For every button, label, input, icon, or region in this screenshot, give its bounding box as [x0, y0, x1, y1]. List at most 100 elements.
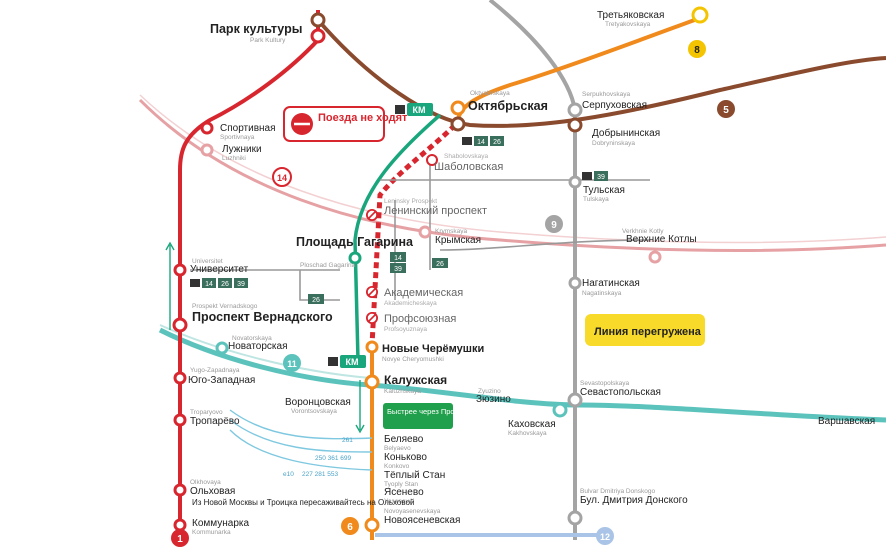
svg-text:Шаболовская: Шаболовская [434, 161, 503, 173]
alert-trains-not-running[interactable]: Поезда не ходят [283, 106, 408, 142]
station-marker-yugo-zapadnaya[interactable] [173, 371, 187, 385]
svg-text:39: 39 [394, 266, 402, 273]
bus-route-label-3-prefix: е10 [283, 471, 294, 478]
label-universitet: Universitet Университет [190, 258, 249, 275]
station-marker-luzhniki[interactable] [200, 143, 214, 157]
svg-text:Тульская: Тульская [583, 185, 625, 196]
bus-stop-tulskaya: 39 [582, 171, 608, 181]
label-yugo-zapadnaya: Yugo-Zapadnaya Юго-Западная [188, 367, 255, 386]
line-badge-6: 6 [341, 517, 359, 535]
km-badge-top: КМ [395, 103, 433, 116]
svg-text:Tyoply Stan: Tyoply Stan [384, 481, 418, 488]
svg-text:Тропарёво: Тропарёво [190, 416, 240, 427]
bus-routes-3 [229, 429, 373, 471]
svg-text:Sportivnaya: Sportivnaya [220, 134, 255, 141]
station-marker-novatorskaya[interactable] [215, 341, 229, 355]
station-marker-tulskaya[interactable] [568, 175, 582, 189]
svg-text:Беляево: Беляево [384, 434, 424, 445]
label-novatorskaya: Novatorskaya Новаторская [228, 335, 288, 352]
line-badge-12: 12 [596, 527, 614, 545]
station-marker-park-kultury-5[interactable] [310, 12, 326, 28]
station-marker-universitet[interactable] [173, 263, 187, 277]
label-sevastopolskaya: Sevastopolskaya Севастопольская [580, 380, 661, 398]
svg-text:Vorontsovskaya: Vorontsovskaya [291, 408, 337, 415]
svg-text:Парк культуры: Парк культуры [210, 22, 302, 36]
line-badge-5: 5 [717, 100, 735, 118]
svg-text:14: 14 [477, 139, 485, 146]
notice-faster-via[interactable]: Быстрее через Проспект Вернадского [383, 403, 520, 429]
station-marker-kakhovskaya[interactable] [552, 402, 568, 418]
svg-text:Universitet: Universitet [192, 258, 223, 265]
station-marker-sportivnaya[interactable] [200, 121, 214, 135]
station-marker-dobryninskaya[interactable] [567, 117, 583, 133]
svg-text:14: 14 [394, 255, 402, 262]
svg-text:39: 39 [237, 281, 245, 288]
tram-line-5 [299, 270, 340, 301]
station-marker-troparyovo[interactable] [173, 413, 187, 427]
svg-text:Tretyakovskaya: Tretyakovskaya [605, 21, 651, 28]
closed-icon-akademicheskaya-bar [367, 287, 377, 297]
station-marker-park-kultury[interactable] [310, 28, 326, 44]
station-marker-cheryomushki[interactable] [365, 340, 379, 354]
svg-text:Ольховая: Ольховая [190, 486, 235, 497]
station-marker-shabolovskaya[interactable] [426, 154, 438, 166]
svg-text:14: 14 [205, 281, 213, 288]
svg-text:Зюзино: Зюзино [476, 394, 511, 405]
svg-text:Akademicheskaya: Akademicheskaya [384, 300, 437, 307]
svg-text:Юго-Западная: Юго-Западная [188, 375, 255, 386]
station-marker-donskogo[interactable] [567, 510, 583, 526]
station-marker-kotly[interactable] [648, 250, 662, 264]
svg-text:9: 9 [551, 220, 557, 231]
svg-text:Serpukhovskaya: Serpukhovskaya [582, 91, 630, 98]
svg-text:Yugo-Zapadnaya: Yugo-Zapadnaya [190, 367, 240, 374]
label-gagarina: Площадь Гагарина Ploschad Gagarina [296, 235, 414, 269]
line-5 [316, 18, 886, 128]
svg-text:Kakhovskaya: Kakhovskaya [508, 430, 547, 437]
label-varshavskaya: Варшавская [818, 416, 875, 427]
svg-text:8: 8 [694, 45, 700, 56]
svg-text:Konkovo: Konkovo [384, 463, 410, 470]
label-park-kultury: Парк культуры Park Kultury [210, 22, 302, 44]
station-marker-oktyabrskaya[interactable] [450, 100, 466, 116]
station-marker-kaluzhskaya[interactable] [364, 374, 380, 390]
label-kotly: Verkhnie Kotly Верхние Котлы [622, 228, 697, 245]
label-sportivnaya: Спортивная Sportivnaya [220, 123, 276, 141]
svg-text:Zyuzino: Zyuzino [478, 388, 501, 395]
station-marker-novoyasenevskaya[interactable] [364, 517, 380, 533]
station-marker-oktyabrskaya-5[interactable] [450, 116, 466, 132]
station-marker-prospekt-vernadskogo[interactable] [172, 317, 188, 333]
station-marker-tretyakovskaya[interactable] [691, 6, 709, 24]
bus-stop-gagarina: 26 [308, 294, 324, 304]
svg-text:Лужники: Лужники [222, 144, 262, 155]
station-marker-olkhovaya[interactable] [173, 483, 187, 497]
station-marker-gagarina[interactable] [348, 251, 362, 265]
label-olkhovaya: Olkhovaya Ольховая [190, 479, 235, 497]
station-marker-kommunarka[interactable] [173, 518, 187, 532]
label-vorontsovskaya: Воронцовская Vorontsovskaya [285, 397, 351, 415]
km-badge-bottom: КМ [328, 355, 366, 368]
bus-route-label-2: 250 361 699 [315, 455, 352, 462]
svg-text:26: 26 [221, 281, 229, 288]
label-kaluzhskaya: Калужская Kaluzhskaya [384, 373, 447, 395]
label-tretyakovskaya: Третьяковская Tretyakovskaya [597, 10, 664, 28]
station-marker-nagatinskaya[interactable] [568, 276, 582, 290]
alert-line-overloaded[interactable]: Линия перегружена [585, 314, 705, 346]
station-marker-sevastopolskaya[interactable] [567, 392, 583, 408]
label-akademicheskaya: Академическая Akademicheskaya [384, 287, 463, 307]
svg-text:Novye Cheryomushki: Novye Cheryomushki [382, 356, 444, 363]
label-dobryninskaya: Добрынинская Dobryninskaya [592, 127, 660, 147]
line-badge-11: 11 [283, 354, 301, 372]
station-marker-serpukhovskaya[interactable] [567, 102, 583, 118]
svg-text:Olkhovaya: Olkhovaya [190, 479, 221, 486]
svg-text:Калужская: Калужская [384, 373, 447, 387]
line-11 [158, 327, 886, 423]
line-11-inner [159, 324, 371, 379]
svg-text:14: 14 [277, 173, 287, 183]
svg-text:Поезда не ходят: Поезда не ходят [318, 112, 408, 124]
closed-icon-profsoyuznaya-bar [367, 313, 377, 323]
bus-route-label-3: 227 281 553 [302, 471, 339, 478]
station-marker-krymskaya[interactable] [418, 225, 432, 239]
svg-text:1: 1 [177, 534, 183, 545]
svg-text:Новоясеневская: Новоясеневская [384, 515, 460, 526]
svg-text:Линия перегружена: Линия перегружена [594, 326, 702, 338]
